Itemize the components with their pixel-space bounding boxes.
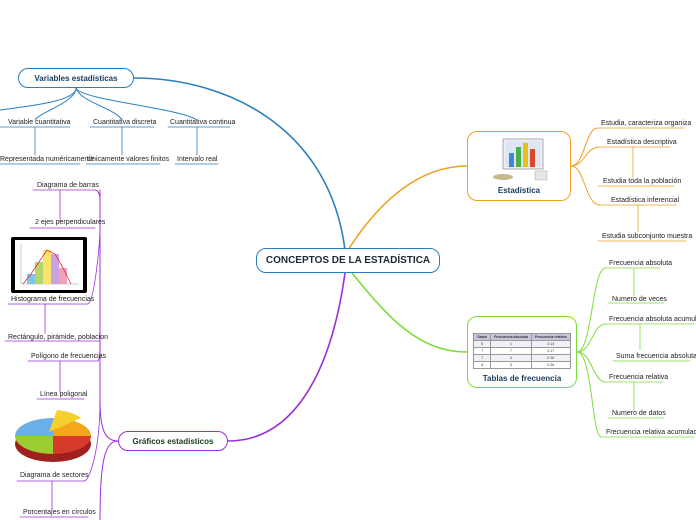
node-frecuencia-absoluta-acumulada[interactable]: Frecuencia absoluta acumulada [609,316,696,323]
frequency-table-image: Datos Frecuencia absoluta Frecuencia rel… [473,333,571,369]
node-frecuencia-absoluta[interactable]: Frecuencia absoluta [609,260,673,267]
histogram-image [11,237,87,293]
pie-chart-image [11,404,95,468]
node-2-ejes-perpendiculares[interactable]: 2 ejes perpendiculares [35,219,106,226]
node-numero-de-veces[interactable]: Numero de veces [612,296,667,303]
node-diagrama-de-barras[interactable]: Diagrama de barras [37,182,99,189]
node-poligono-de-frecuencias[interactable]: Polígono de frecuencias [31,353,107,360]
node-diagrama-de-sectores[interactable]: Diagrama de sectores [20,472,89,479]
node-linea-poligonal[interactable]: Línea poligonal [40,391,88,398]
node-variable-cuantitativa[interactable]: Variable cuantitativa [8,119,71,126]
node-cuantitativa-discreta[interactable]: Cuantitativa discreta [93,119,157,126]
node-intervalo-real[interactable]: Intervalo real [177,156,218,163]
topic-tablas-de-frecuencia[interactable]: Datos Frecuencia absoluta Frecuencia rel… [467,316,577,388]
topic-variables-estadisticas[interactable]: Variables estadísticas [18,68,134,88]
topic-estadistica[interactable]: Estadística [467,131,571,201]
node-estadistica-descriptiva[interactable]: Estadística descriptiva [607,139,677,146]
node-frecuencia-relativa[interactable]: Frecuencia relativa [609,374,669,381]
bar-chart-3d-icon [493,138,548,181]
node-frecuencia-relativa-acumulada[interactable]: Frecuencia relativa acumulada [606,429,696,436]
node-suma-frecuencia-absoluta[interactable]: Suma frecuencia absoluta [616,353,696,360]
node-rectangulo-piramide-poblacion[interactable]: Rectángulo, pirámide, poblacion [8,334,109,341]
table-header: Datos [473,333,492,341]
node-estudia-subconjunto-muestra[interactable]: Estudia subconjunto muestra [602,233,693,240]
topic-estadistica-label: Estadística [497,186,541,195]
node-numero-de-datos[interactable]: Numero de datos [612,410,666,417]
node-cuantitativa-continua[interactable]: Cuantitativa continua [170,119,236,126]
node-estadistica-inferencial[interactable]: Estadística inferencial [611,197,680,204]
node-porcentajes-en-circulos[interactable]: Porcentajes en círculos [23,509,96,516]
topic-tablas-label: Tablas de frecuencia [482,374,562,383]
node-estudia-toda-la-poblacion[interactable]: Estudia toda la población [603,178,682,185]
table-header: Frecuencia relativa [530,333,571,341]
node-histograma-de-frecuencias[interactable]: Histograma de frecuencias [11,296,95,303]
topic-graficos-estadisticos[interactable]: Gráficos estadísticos [118,431,228,451]
table-header: Frecuencia absoluta [490,333,532,341]
node-estudia-caracteriza-organiza[interactable]: Estudia, caracteriza organiza [601,120,692,127]
node-unicamente-valores-finitos[interactable]: Únicamente valores finitos [87,156,170,163]
node-representada-numericamente[interactable]: Representada numéricamente [0,156,95,163]
central-topic[interactable]: CONCEPTOS DE LA ESTADÍSTICA [256,248,440,273]
